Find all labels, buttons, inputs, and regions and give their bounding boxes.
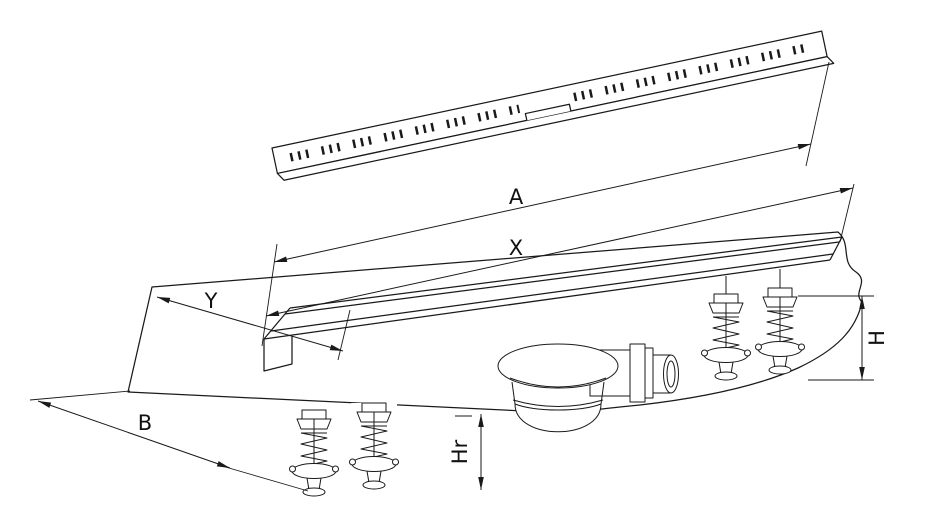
- extension-line: [29, 390, 131, 401]
- dimensions: A X Y B H Hr: [29, 61, 889, 492]
- dim-line-y: [156, 296, 344, 352]
- flange-plate: [127, 231, 863, 414]
- adjustable-foot: [349, 402, 399, 490]
- extension-line: [337, 309, 351, 361]
- grate-front-lip: [276, 55, 835, 181]
- dim-label-hr: Hr: [448, 439, 472, 464]
- flange-plate-outline: [127, 231, 863, 414]
- trap-dome: [514, 403, 602, 433]
- trap-flange: [497, 343, 619, 389]
- trap-coupling-nut: [629, 343, 646, 403]
- dim-label-x: X: [509, 236, 523, 260]
- grate: [271, 30, 835, 181]
- grate-top-face: [271, 30, 828, 175]
- extension-line: [805, 61, 830, 167]
- dim-label-h: H: [865, 330, 889, 346]
- dim-line-b: [37, 400, 231, 469]
- grate-notch: [524, 103, 572, 121]
- trap-outlet-end: [663, 354, 679, 394]
- adjustable-foot: [289, 409, 339, 497]
- dim-label-y: Y: [204, 289, 218, 313]
- dim-label-a: A: [509, 185, 524, 209]
- extension-line: [839, 183, 855, 243]
- dim-line-x: [265, 187, 854, 317]
- extension-line: [221, 465, 309, 492]
- dim-label-b: B: [138, 411, 152, 435]
- siphon-trap: [497, 343, 679, 433]
